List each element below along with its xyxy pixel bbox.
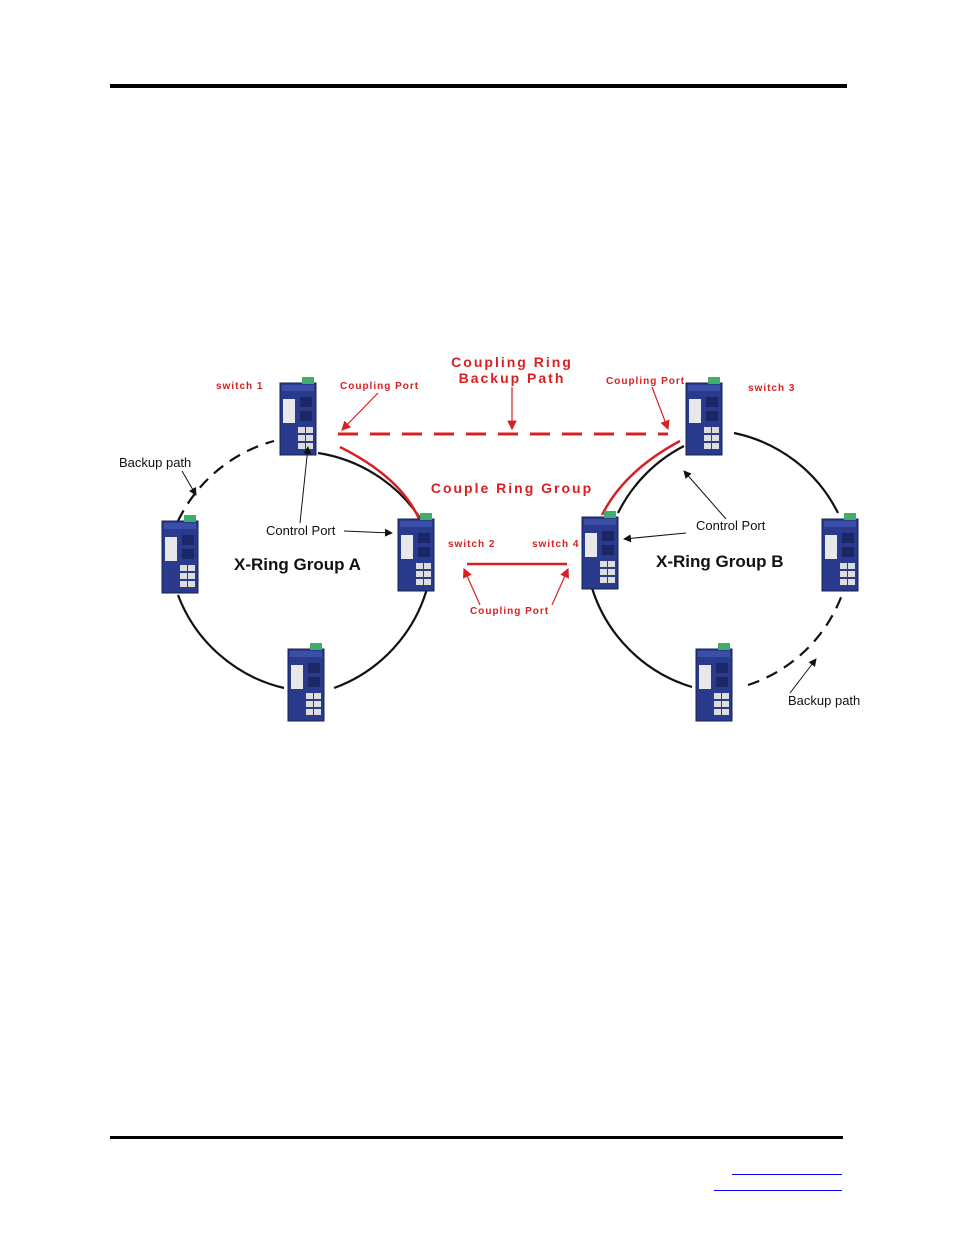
- ring-b-link-bottom-left: [592, 588, 692, 687]
- control-port-right-label: Control Port: [696, 518, 766, 533]
- group-a-label: X-Ring Group A: [234, 555, 361, 574]
- switch-4-device: [582, 511, 618, 589]
- footer-rule: [110, 1136, 843, 1139]
- switch-3-label: switch 3: [748, 383, 795, 394]
- switch-1-device: [280, 377, 316, 455]
- x-ring-coupling-diagram: Coupling Ring Backup Path Couple Ring Gr…: [112, 343, 886, 735]
- group-b-label: X-Ring Group B: [656, 552, 783, 571]
- switch-a-bottom-device: [288, 643, 324, 721]
- switch-b-right-device: [822, 513, 858, 591]
- backup-path-right-label: Backup path: [788, 693, 860, 708]
- coupling-port-right-label: Coupling Port: [606, 376, 685, 387]
- coupling-ring-backup-title-2: Backup Path: [459, 370, 566, 386]
- backup-path-left-label: Backup path: [119, 455, 191, 470]
- coupling-port-bottom-label: Coupling Port: [470, 606, 549, 617]
- coupling-port-left-label: Coupling Port: [340, 381, 419, 392]
- header-rule: [110, 84, 847, 88]
- control-port-left-label: Control Port: [266, 523, 336, 538]
- ring-b-backup-path: [748, 589, 844, 685]
- switch-2-device: [398, 513, 434, 591]
- switch-a-left-device: [162, 515, 198, 593]
- switch-1-label: switch 1: [216, 381, 263, 392]
- coupling-ring-backup-title-1: Coupling Ring: [451, 354, 573, 370]
- switch-3-device: [686, 377, 722, 455]
- couple-ring-group-arc-left: [340, 447, 420, 521]
- switch-b-bottom-device: [696, 643, 732, 721]
- footer-link-2[interactable]: [714, 1180, 842, 1191]
- switch-2-label: switch 2: [448, 539, 495, 550]
- ring-a-link-bottom-left: [178, 595, 284, 688]
- switch-4-label: switch 4: [532, 539, 579, 550]
- couple-ring-group-label: Couple Ring Group: [431, 480, 593, 496]
- ring-a-link-bottom-right: [334, 585, 428, 688]
- ring-a-backup-path: [178, 441, 274, 521]
- footer-link-1[interactable]: [732, 1164, 842, 1175]
- ring-b-link-top: [734, 433, 838, 513]
